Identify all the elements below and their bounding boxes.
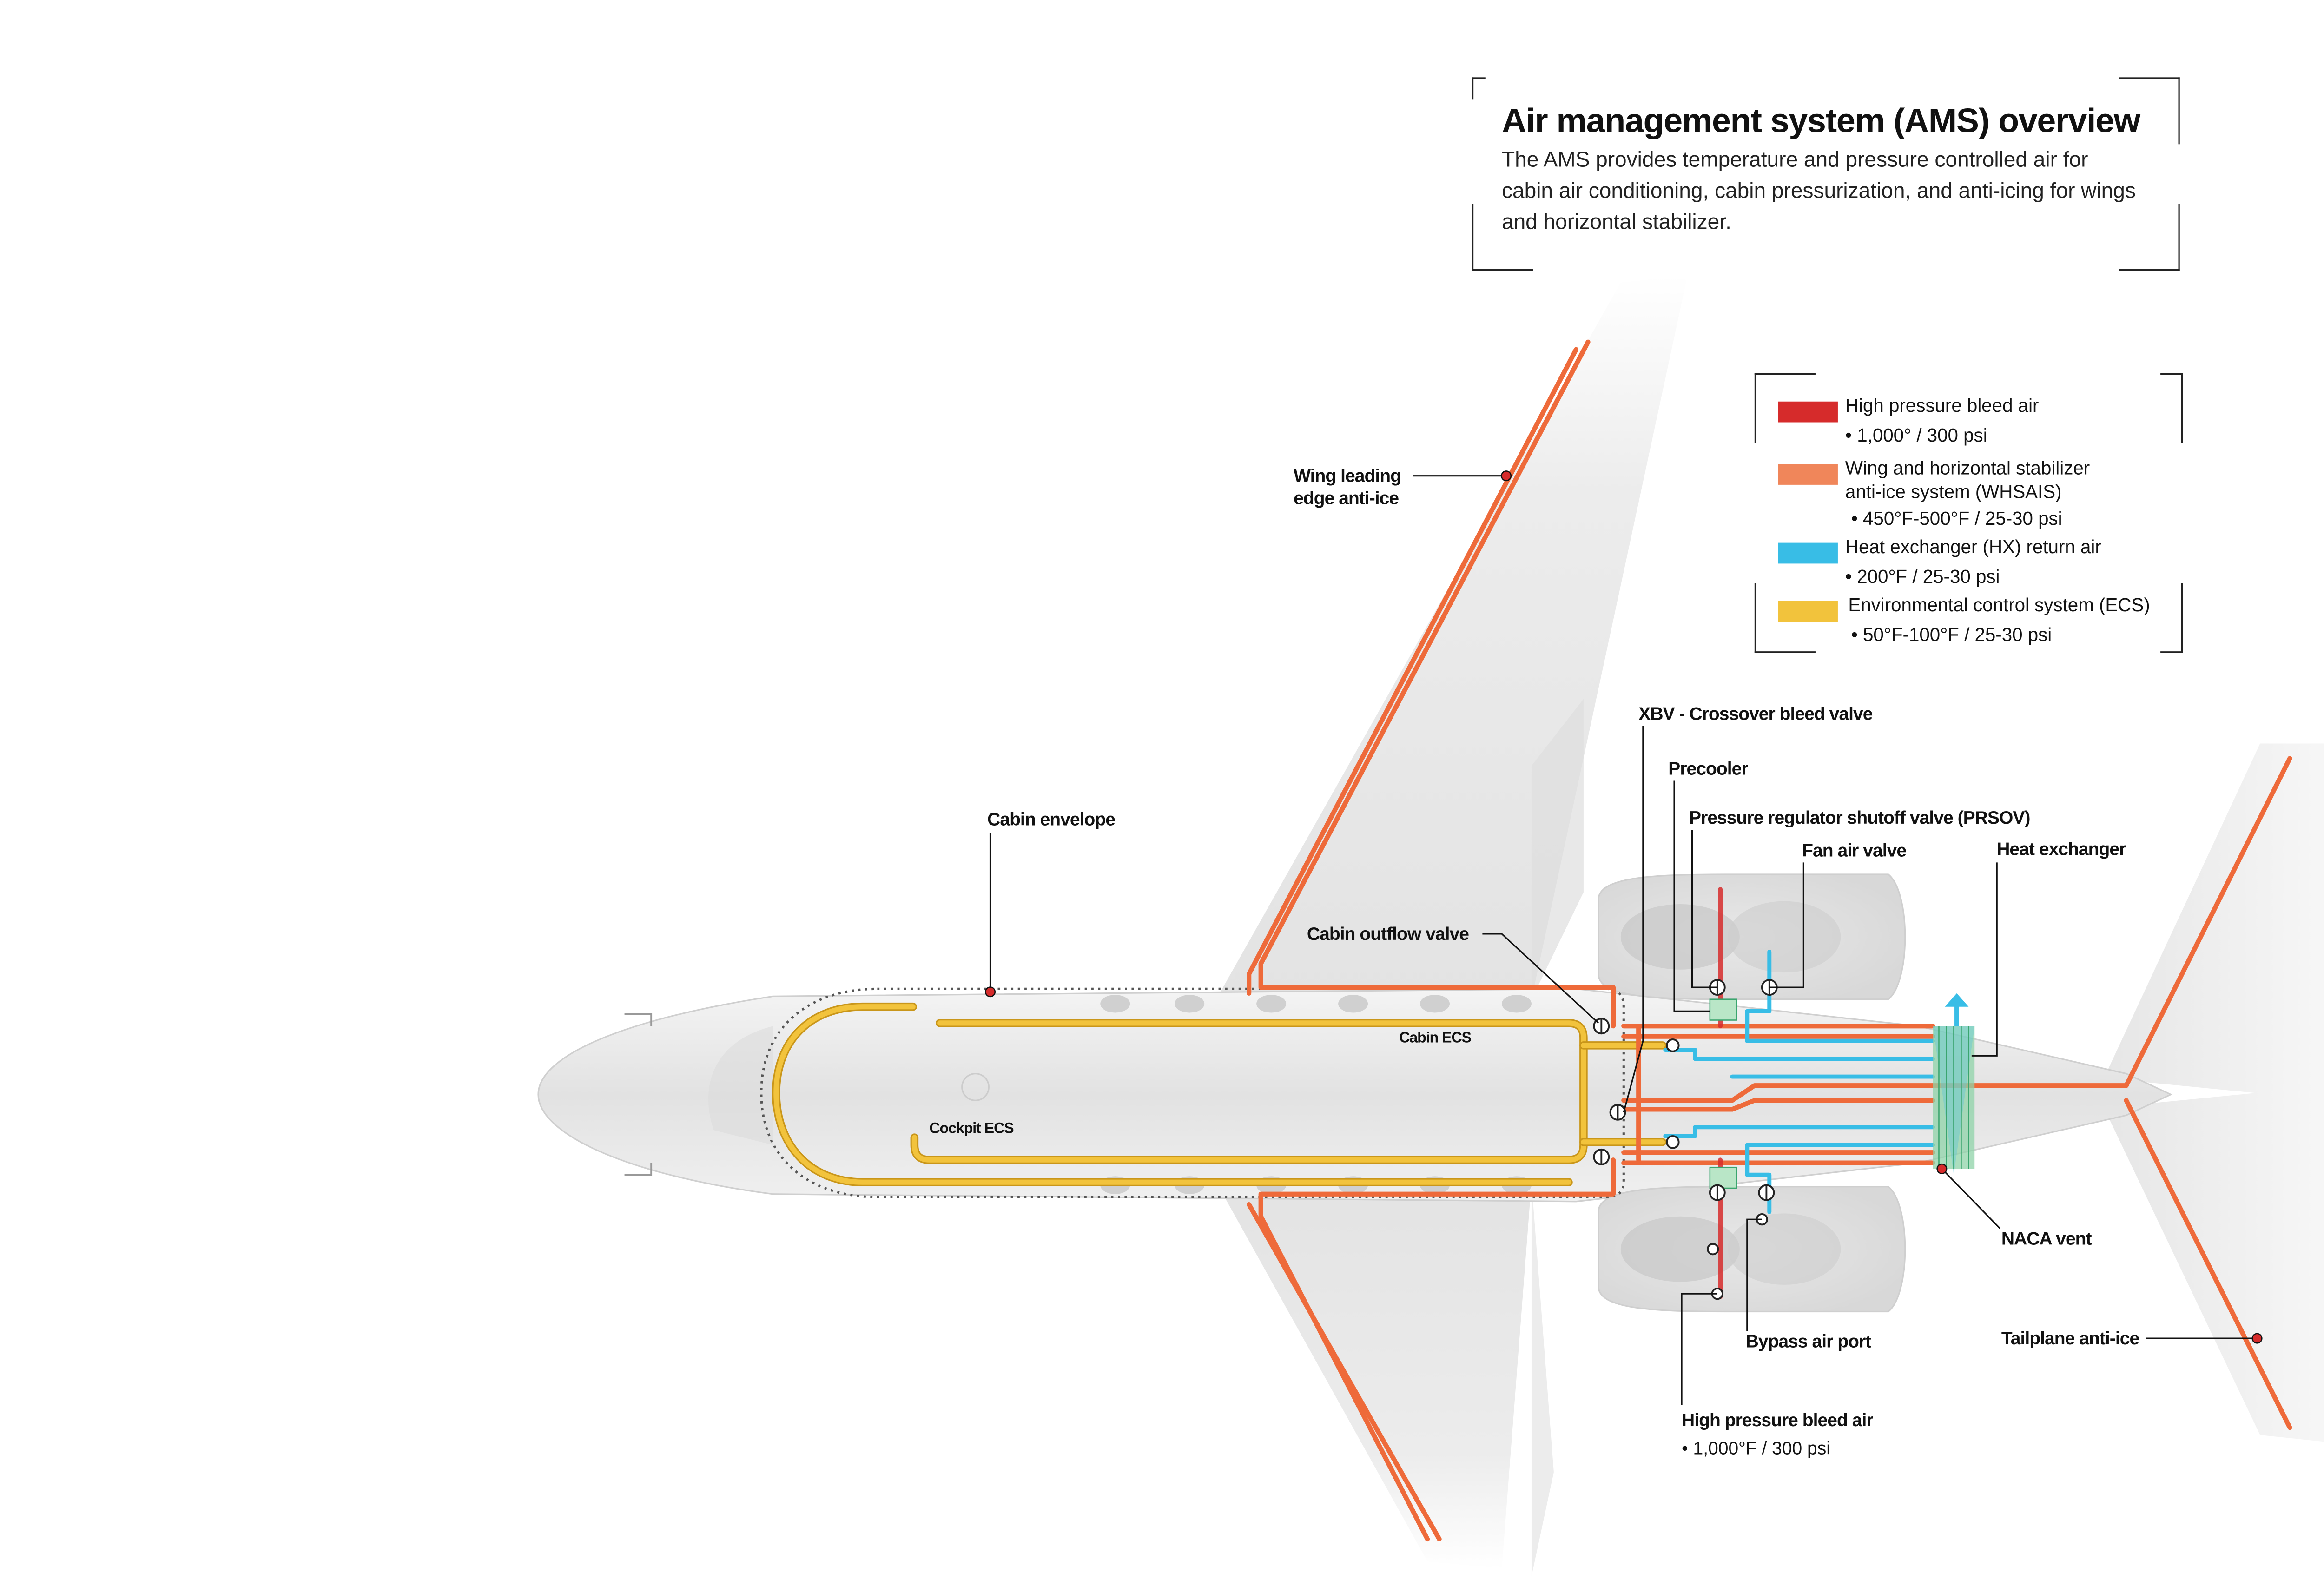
legend-value-whsais: • 450°F-500°F / 25-30 psi xyxy=(1851,509,2062,529)
label-bypass-air-port: Bypass air port xyxy=(1746,1331,1872,1351)
bracket-br xyxy=(2119,204,2180,271)
label-prsov: Pressure regulator shutoff valve (PRSOV) xyxy=(1689,808,2030,828)
whsais-ducts xyxy=(1247,339,2292,1542)
legend-value-hx: • 200°F / 25-30 psi xyxy=(1845,566,2000,588)
label-precooler: Precooler xyxy=(1668,759,1748,779)
precooler-units xyxy=(1709,998,1737,1189)
legend-value-ecs: • 50°F-100°F / 25-30 psi xyxy=(1851,624,2052,646)
legend-swatch-bleed xyxy=(1778,401,1838,423)
ecs-ducts xyxy=(772,1002,1667,1186)
title-box: Air management system (AMS) overview The… xyxy=(1472,77,2180,271)
upper-tailplane xyxy=(2104,743,2324,1100)
label-wing-leading-edge-2: edge anti-ice xyxy=(1294,488,1399,508)
label-wing-leading-edge-1: Wing leading xyxy=(1294,466,1401,486)
lower-wing xyxy=(1216,1182,1532,1569)
valve-symbols xyxy=(1593,979,1778,1300)
label-hp-bleed-air-value: • 1,000°F / 300 psi xyxy=(1682,1439,1830,1459)
legend-value-bleed: • 1,000° / 300 psi xyxy=(1845,425,1987,446)
legend-label-bleed: High pressure bleed air xyxy=(1845,395,2039,417)
legend-swatch-ecs xyxy=(1778,601,1838,622)
label-cabin-envelope: Cabin envelope xyxy=(987,809,1115,829)
page-title: Air management system (AMS) overview xyxy=(1501,101,2140,140)
legend-bracket-bl xyxy=(1754,583,1816,653)
leader-dots xyxy=(985,470,2263,1344)
label-hp-bleed-air: High pressure bleed air xyxy=(1682,1410,1873,1430)
heat-exchanger-unit xyxy=(1933,993,1975,1175)
legend: High pressure bleed air • 1,000° / 300 p… xyxy=(1754,373,2183,653)
bracket-bl xyxy=(1472,204,1533,271)
legend-label-whsais: Wing and horizontal stabilizer anti-ice … xyxy=(1845,458,2090,502)
label-tailplane-anti-ice: Tailplane anti-ice xyxy=(2001,1329,2139,1349)
legend-bracket-br xyxy=(2160,583,2183,653)
leader-lines xyxy=(989,475,2258,1406)
cabin-envelope-outline xyxy=(760,987,1625,1198)
legend-bracket-tl xyxy=(1754,373,1816,443)
label-cockpit-ecs: Cockpit ECS xyxy=(929,1120,1014,1137)
bracket-tl xyxy=(1472,77,1486,100)
lower-tailplane xyxy=(2104,1086,2324,1442)
label-fan-air-valve: Fan air valve xyxy=(1802,841,1906,861)
legend-label-ecs: Environmental control system (ECS) xyxy=(1848,595,2150,616)
label-naca-vent: NACA vent xyxy=(2001,1229,2092,1249)
legend-label-hx: Heat exchanger (HX) return air xyxy=(1845,536,2101,558)
page-description: The AMS provides temperature and pressur… xyxy=(1501,148,2136,235)
label-heat-exchanger: Heat exchanger xyxy=(1997,839,2126,859)
label-cabin-outflow-valve: Cabin outflow valve xyxy=(1307,924,1469,944)
legend-bracket-tr xyxy=(2160,373,2183,443)
label-xbv: XBV - Crossover bleed valve xyxy=(1638,704,1872,724)
callout-labels: Wing leading edge anti-ice Cabin envelop… xyxy=(929,466,2139,1458)
legend-swatch-whsais xyxy=(1778,464,1838,485)
bracket-tr xyxy=(2119,77,2180,145)
legend-swatch-hx xyxy=(1778,542,1838,564)
label-cabin-ecs: Cabin ECS xyxy=(1399,1029,1471,1045)
